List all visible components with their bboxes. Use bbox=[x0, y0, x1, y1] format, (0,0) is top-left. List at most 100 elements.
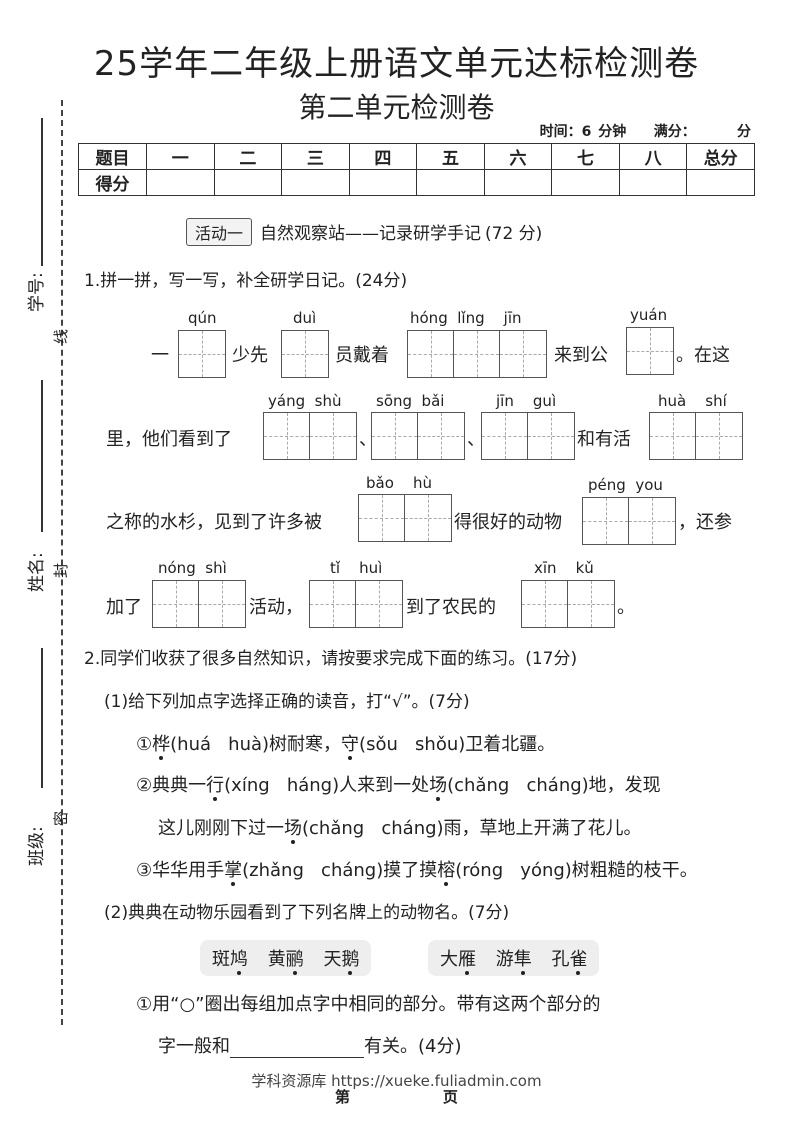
reading-item-3: ③华华用手掌(zhǎng cháng)摸了摸榕(róng yóng)树粗糙的枝干… bbox=[136, 860, 698, 881]
score-table-cell: 二 bbox=[213, 143, 283, 170]
page-title: 25学年二年级上册语文单元达标检测卷 bbox=[93, 44, 700, 84]
char-box[interactable] bbox=[309, 580, 403, 628]
page-subtitle: 第二单元检测卷 bbox=[298, 91, 495, 124]
char-box[interactable] bbox=[582, 497, 676, 545]
dotted-char: 隼 bbox=[513, 949, 532, 970]
dotted-char: 场 bbox=[429, 775, 448, 796]
char-box[interactable] bbox=[263, 412, 357, 460]
sentence-text: 得很好的动物 bbox=[454, 512, 562, 533]
sentence-text: 到了农民的 bbox=[406, 597, 496, 618]
char-box[interactable] bbox=[481, 412, 575, 460]
question-2-2-item-1-cont: 字一般和有关。(4分) bbox=[158, 1036, 462, 1058]
sentence-text: 、 bbox=[359, 429, 377, 450]
question-2-1-title: (1)给下列加点字选择正确的读音，打“√”。(7分) bbox=[104, 692, 470, 712]
question-1-title: 1.拼一拼，写一写，补全研学日记。(24分) bbox=[84, 271, 408, 291]
char-box[interactable] bbox=[358, 494, 452, 542]
char-box[interactable] bbox=[178, 330, 226, 378]
score-table-cell: 四 bbox=[348, 143, 418, 170]
pinyin: nóng shì bbox=[158, 559, 227, 577]
score-table-cell: 六 bbox=[483, 143, 553, 170]
dotted-char: 雀 bbox=[569, 949, 588, 970]
score-table-cell: 七 bbox=[551, 143, 620, 170]
name-write-line[interactable] bbox=[41, 380, 43, 532]
dotted-char: 桦 bbox=[152, 734, 171, 755]
score-input-cell[interactable] bbox=[416, 169, 485, 196]
pinyin: yuán bbox=[630, 306, 668, 324]
pinyin: jīn guì bbox=[496, 392, 557, 410]
sentence-text: 和有活 bbox=[577, 429, 631, 450]
watermark: 学科资源库 https://xueke.fuliadmin.com bbox=[251, 1072, 542, 1090]
char-box[interactable] bbox=[371, 412, 465, 460]
score-input-cell[interactable] bbox=[686, 169, 755, 196]
score-table-cell: 得分 bbox=[78, 169, 147, 196]
seal-char-dense: 密 bbox=[52, 810, 71, 827]
score-table: 题目 一 二 三 四 五 六 七 八 总分 得分 bbox=[78, 143, 755, 196]
score-input-cell[interactable] bbox=[483, 169, 553, 196]
question-2-title: 2.同学们收获了很多自然知识，请按要求完成下面的练习。(17分) bbox=[84, 649, 578, 669]
binding-dashed-line bbox=[61, 100, 63, 1025]
full-score-label: 满分： bbox=[653, 124, 696, 140]
char-box[interactable] bbox=[152, 580, 246, 628]
reading-item-2-cont: 这儿刚刚下过一场(chǎng cháng)雨，草地上开满了花儿。 bbox=[158, 818, 642, 839]
pinyin: bǎo hù bbox=[366, 474, 432, 492]
animal-name-card-1: 斑鸠 黄鹂 天鹅 bbox=[200, 940, 372, 976]
pinyin: hóng lǐng jīn bbox=[410, 309, 522, 327]
dotted-char: 鹅 bbox=[341, 949, 360, 970]
seal-char-seal: 封 bbox=[52, 562, 71, 579]
score-input-cell[interactable] bbox=[146, 169, 215, 196]
score-table-cell: 总分 bbox=[686, 143, 755, 170]
class-write-line[interactable] bbox=[41, 648, 43, 788]
answer-blank[interactable] bbox=[230, 1040, 364, 1058]
sentence-text: 、 bbox=[467, 429, 485, 450]
sentence-text: 活动， bbox=[249, 597, 303, 618]
time-label: 时间：6 分钟 bbox=[539, 124, 627, 140]
seal-char-line: 线 bbox=[52, 328, 71, 345]
char-box[interactable] bbox=[521, 580, 615, 628]
sentence-text: 来到公 bbox=[554, 345, 608, 366]
sentence-text: 员戴着 bbox=[335, 345, 389, 366]
reading-item-1: ①桦(huá huà)树耐寒，守(sǒu shǒu)卫着北疆。 bbox=[136, 734, 556, 755]
sentence-text: 少先 bbox=[232, 345, 268, 366]
dotted-char: 场 bbox=[284, 818, 302, 839]
animal-name-card-2: 大雁 游隼 孔雀 bbox=[428, 940, 600, 976]
activity-tag: 活动一 bbox=[186, 218, 253, 246]
dotted-char: 鹂 bbox=[285, 949, 304, 970]
question-2-2-title: (2)典典在动物乐园看到了下列名牌上的动物名。(7分) bbox=[104, 903, 510, 923]
dotted-char: 雁 bbox=[458, 949, 476, 970]
pinyin: xīn kǔ bbox=[534, 559, 594, 577]
sentence-text: ，还参 bbox=[678, 512, 732, 533]
score-input-cell[interactable] bbox=[213, 169, 283, 196]
student-no-write-line[interactable] bbox=[41, 118, 43, 266]
pinyin: péng you bbox=[588, 476, 663, 494]
pinyin: sōng bǎi bbox=[376, 392, 445, 410]
sentence-text: 之称的水杉，见到了许多被 bbox=[106, 512, 322, 533]
dotted-char: 掌 bbox=[224, 860, 243, 881]
score-input-cell[interactable] bbox=[618, 169, 688, 196]
char-box[interactable] bbox=[649, 412, 743, 460]
exam-meta: 时间：6 分钟 满分： 分 bbox=[540, 121, 751, 141]
score-input-cell[interactable] bbox=[348, 169, 418, 196]
score-table-cell: 八 bbox=[618, 143, 688, 170]
score-table-header-row: 题目 一 二 三 四 五 六 七 八 总分 bbox=[78, 143, 755, 170]
activity-heading: 活动一自然观察站——记录研学手记(72 分) bbox=[186, 218, 542, 246]
page-number: 第 页 bbox=[335, 1088, 458, 1106]
sentence-text: 加了 bbox=[106, 597, 142, 618]
score-input-cell[interactable] bbox=[551, 169, 620, 196]
score-table-cell: 五 bbox=[416, 143, 485, 170]
pinyin: qún bbox=[188, 309, 217, 327]
name-label: 姓名: bbox=[27, 552, 47, 592]
sentence-text: 。 bbox=[617, 597, 635, 618]
score-table-cell: 三 bbox=[281, 143, 350, 170]
activity-title: 自然观察站——记录研学手记 bbox=[260, 224, 482, 244]
score-table-cell: 一 bbox=[146, 143, 215, 170]
char-box[interactable] bbox=[626, 327, 674, 375]
dotted-char: 行 bbox=[206, 775, 225, 796]
pinyin: duì bbox=[293, 309, 317, 327]
char-box[interactable] bbox=[281, 330, 329, 378]
score-input-cell[interactable] bbox=[281, 169, 350, 196]
pinyin: yáng shù bbox=[268, 392, 342, 410]
sentence-text: 一 bbox=[151, 345, 169, 366]
sentence-text: 里，他们看到了 bbox=[106, 429, 232, 450]
score-table-cell: 题目 bbox=[78, 143, 147, 170]
char-box[interactable] bbox=[407, 330, 547, 378]
